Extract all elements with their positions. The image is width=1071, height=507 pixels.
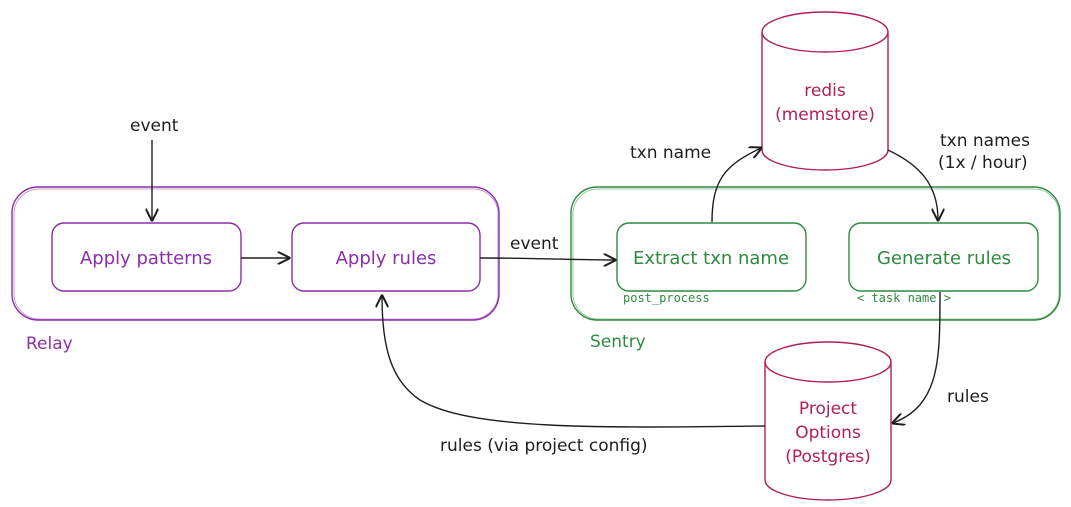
generate-rules-sub: < task name > bbox=[857, 291, 951, 305]
edge-label-event-relay-sentry: event bbox=[510, 234, 559, 254]
extract-txn-name-box: Extract txn name post_process bbox=[616, 222, 807, 305]
generate-rules-box: Generate rules < task name > bbox=[848, 222, 1039, 305]
edge-label-event-in: event bbox=[130, 116, 179, 136]
edge-label-txn-names-line1: txn names bbox=[940, 131, 1030, 151]
arrows bbox=[152, 140, 941, 428]
edge-label-rules: rules bbox=[947, 387, 989, 407]
arrow-postgres-to-relay bbox=[382, 296, 766, 428]
arrow-relay-to-sentry bbox=[479, 258, 615, 260]
relay-label: Relay bbox=[26, 334, 73, 354]
relay-group: Relay bbox=[11, 186, 500, 354]
edge-label-txn-names-line2: (1x / hour) bbox=[938, 153, 1028, 173]
apply-patterns-label: Apply patterns bbox=[80, 248, 212, 269]
extract-txn-name-sub: post_process bbox=[623, 291, 710, 305]
apply-rules-label: Apply rules bbox=[336, 248, 437, 269]
redis-cylinder: redis (memstore) bbox=[761, 11, 889, 171]
arrow-generate-to-postgres bbox=[893, 291, 941, 423]
postgres-cylinder: Project Options (Postgres) bbox=[764, 341, 892, 501]
redis-line1: redis bbox=[804, 81, 846, 101]
postgres-line2: Options bbox=[795, 423, 861, 443]
postgres-line3: (Postgres) bbox=[785, 447, 871, 467]
apply-patterns-box: Apply patterns bbox=[51, 222, 242, 292]
postgres-line1: Project bbox=[799, 399, 857, 419]
edge-label-rules-via-config: rules (via project config) bbox=[440, 436, 648, 456]
arrow-extract-to-redis bbox=[711, 148, 761, 223]
sentry-label: Sentry bbox=[590, 332, 646, 352]
redis-line2: (memstore) bbox=[775, 105, 875, 125]
generate-rules-label: Generate rules bbox=[877, 248, 1011, 269]
arrow-redis-to-generate bbox=[887, 149, 938, 220]
extract-txn-name-label: Extract txn name bbox=[633, 248, 789, 269]
edge-label-txn-name: txn name bbox=[630, 143, 711, 163]
sentry-group: Sentry bbox=[570, 186, 1061, 352]
apply-rules-box: Apply rules bbox=[291, 222, 481, 292]
